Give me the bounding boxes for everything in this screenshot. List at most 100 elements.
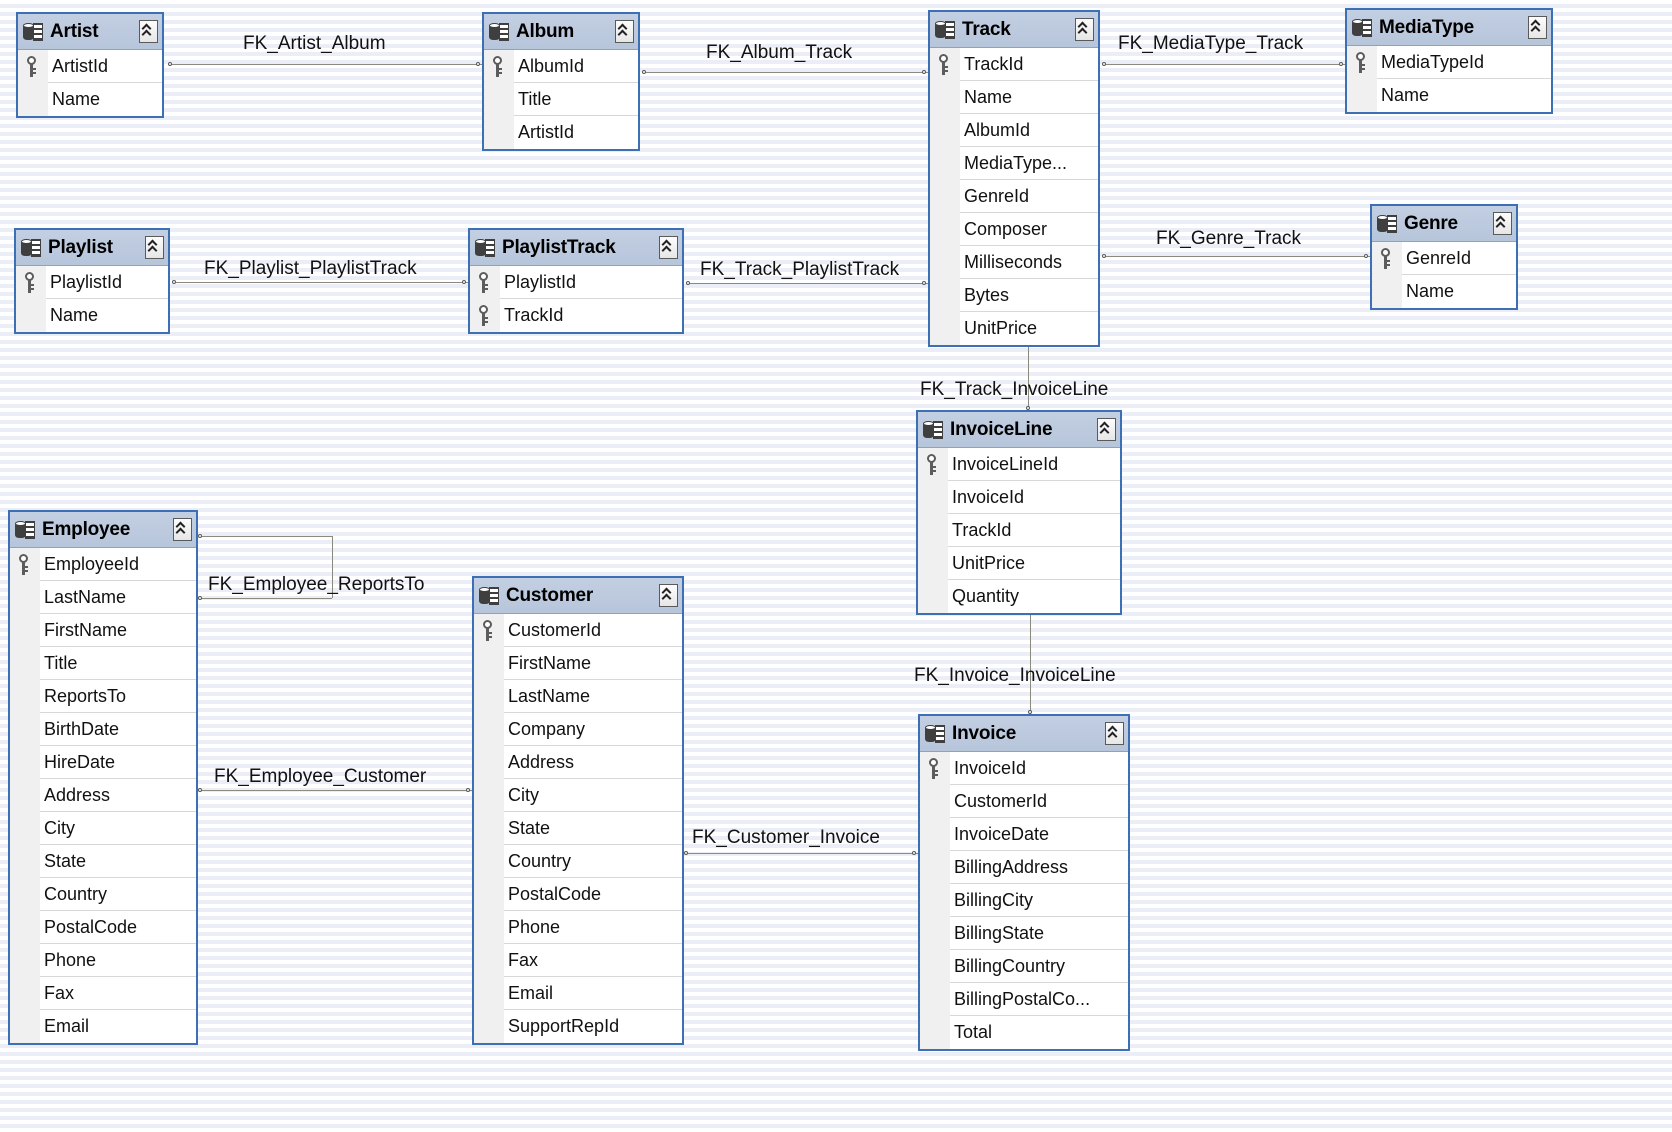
attribute-row[interactable]: MediaType... (930, 147, 1098, 180)
relationship-label-fk_album_track[interactable]: FK_Album_Track (706, 42, 853, 63)
attribute-row[interactable]: City (474, 779, 682, 812)
chevron-double-up-icon[interactable] (1097, 418, 1116, 441)
attribute-row[interactable]: GenreId (1372, 242, 1516, 275)
attribute-row[interactable]: Fax (474, 944, 682, 977)
attribute-row[interactable]: Address (474, 746, 682, 779)
relationship-label-fk_artist_album[interactable]: FK_Artist_Album (243, 33, 386, 54)
attribute-row[interactable]: Composer (930, 213, 1098, 246)
relationship-label-fk_track_playlisttrack[interactable]: FK_Track_PlaylistTrack (700, 259, 900, 280)
attribute-row[interactable]: Fax (10, 977, 196, 1010)
attribute-row[interactable]: FirstName (10, 614, 196, 647)
attribute-row[interactable]: BillingPostalCo... (920, 983, 1128, 1016)
entity-header[interactable]: PlaylistTrack (470, 230, 682, 266)
attribute-row[interactable]: Title (10, 647, 196, 680)
attribute-row[interactable]: Company (474, 713, 682, 746)
relationship-label-fk_employee_reportsto[interactable]: FK_Employee_ReportsTo (208, 574, 425, 595)
relationship-label-fk_playlist_playlisttrack[interactable]: FK_Playlist_PlaylistTrack (204, 258, 417, 279)
attribute-row[interactable]: State (474, 812, 682, 845)
chevron-double-up-icon[interactable] (173, 518, 192, 541)
attribute-row[interactable]: State (10, 845, 196, 878)
attribute-row[interactable]: FirstName (474, 647, 682, 680)
attribute-row[interactable]: Email (474, 977, 682, 1010)
attribute-row[interactable]: AlbumId (930, 114, 1098, 147)
attribute-row[interactable]: Email (10, 1010, 196, 1043)
entity-header[interactable]: Customer (474, 578, 682, 614)
attribute-row[interactable]: LastName (474, 680, 682, 713)
attribute-row[interactable]: BillingCountry (920, 950, 1128, 983)
attribute-row[interactable]: Country (10, 878, 196, 911)
attribute-row[interactable]: InvoiceId (918, 481, 1120, 514)
attribute-row[interactable]: Bytes (930, 279, 1098, 312)
attribute-row[interactable]: BillingState (920, 917, 1128, 950)
attribute-row[interactable]: Name (18, 83, 162, 116)
relationship-label-fk_mediatype_track[interactable]: FK_MediaType_Track (1118, 33, 1304, 54)
attribute-row[interactable]: UnitPrice (918, 547, 1120, 580)
attribute-row[interactable]: CustomerId (474, 614, 682, 647)
attribute-row[interactable]: Total (920, 1016, 1128, 1049)
attribute-row[interactable]: PostalCode (474, 878, 682, 911)
attribute-row[interactable]: InvoiceId (920, 752, 1128, 785)
chevron-double-up-icon[interactable] (1105, 722, 1124, 745)
entity-header[interactable]: Employee (10, 512, 196, 548)
chevron-double-up-icon[interactable] (1493, 212, 1512, 235)
attribute-row[interactable]: Milliseconds (930, 246, 1098, 279)
attribute-row[interactable]: InvoiceDate (920, 818, 1128, 851)
relationship-label-fk_genre_track[interactable]: FK_Genre_Track (1156, 228, 1302, 249)
entity-header[interactable]: Genre (1372, 206, 1516, 242)
chevron-double-up-icon[interactable] (659, 584, 678, 607)
chevron-double-up-icon[interactable] (1075, 18, 1094, 41)
attribute-row[interactable]: Phone (474, 911, 682, 944)
chevron-double-up-icon[interactable] (139, 20, 158, 43)
attribute-row[interactable]: Name (1372, 275, 1516, 308)
attribute-row[interactable]: Country (474, 845, 682, 878)
relationship-label-fk_track_invoiceline[interactable]: FK_Track_InvoiceLine (920, 379, 1109, 400)
attribute-row[interactable]: Name (930, 81, 1098, 114)
entity-header[interactable]: Playlist (16, 230, 168, 266)
attribute-row[interactable]: TrackId (930, 48, 1098, 81)
attribute-row[interactable]: PlaylistId (16, 266, 168, 299)
attribute-row[interactable]: ArtistId (484, 116, 638, 149)
attribute-row[interactable]: Quantity (918, 580, 1120, 613)
attribute-row[interactable]: EmployeeId (10, 548, 196, 581)
entity-header[interactable]: MediaType (1347, 10, 1551, 46)
attribute-row[interactable]: Phone (10, 944, 196, 977)
attribute-row[interactable]: InvoiceLineId (918, 448, 1120, 481)
entity-header[interactable]: Invoice (920, 716, 1128, 752)
attribute-row[interactable]: BirthDate (10, 713, 196, 746)
relationship-label-fk_invoice_invoiceline[interactable]: FK_Invoice_InvoiceLine (914, 665, 1116, 686)
attribute-row[interactable]: Title (484, 83, 638, 116)
attribute-row[interactable]: LastName (10, 581, 196, 614)
attribute-row[interactable]: PlaylistId (470, 266, 682, 299)
attribute-row[interactable]: PostalCode (10, 911, 196, 944)
attribute-row[interactable]: Name (16, 299, 168, 332)
attribute-row[interactable]: HireDate (10, 746, 196, 779)
attribute-row[interactable]: BillingCity (920, 884, 1128, 917)
attribute-row[interactable]: Address (10, 779, 196, 812)
attribute-row[interactable]: ReportsTo (10, 680, 196, 713)
attribute-row[interactable]: City (10, 812, 196, 845)
attribute-row[interactable]: MediaTypeId (1347, 46, 1551, 79)
attribute-row[interactable]: Name (1347, 79, 1551, 112)
chevron-double-up-icon[interactable] (659, 236, 678, 259)
chevron-double-up-icon[interactable] (1528, 16, 1547, 39)
entity-header[interactable]: Album (484, 14, 638, 50)
attribute-row[interactable]: TrackId (470, 299, 682, 332)
relationship-label-fk_customer_invoice[interactable]: FK_Customer_Invoice (692, 827, 880, 848)
chevron-double-up-icon[interactable] (615, 20, 634, 43)
attribute-row[interactable]: SupportRepId (474, 1010, 682, 1043)
attribute-row[interactable]: CustomerId (920, 785, 1128, 818)
entity-header[interactable]: Artist (18, 14, 162, 50)
attribute-row[interactable]: UnitPrice (930, 312, 1098, 345)
entity-header[interactable]: InvoiceLine (918, 412, 1120, 448)
relationship-label-fk_employee_customer[interactable]: FK_Employee_Customer (214, 766, 427, 787)
attribute-row[interactable]: AlbumId (484, 50, 638, 83)
attribute-row[interactable]: BillingAddress (920, 851, 1128, 884)
